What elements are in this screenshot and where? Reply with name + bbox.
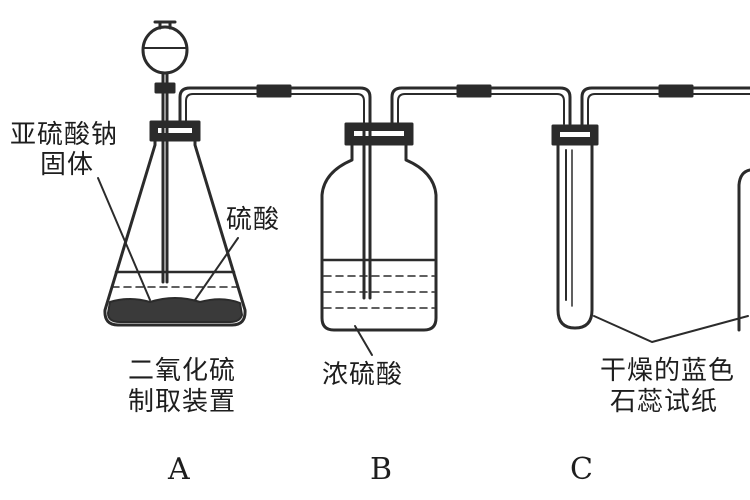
label-apparatus-line2: 制取装置: [128, 387, 237, 417]
label-b: B: [370, 452, 394, 487]
test-tube-c: [551, 124, 599, 330]
dropping-funnel: [141, 20, 189, 284]
leader-paper: [593, 315, 749, 343]
leader-solid: [97, 177, 151, 301]
label-solid-line1: 亚硫酸钠: [10, 120, 119, 150]
rubber-joint-2: [456, 84, 492, 98]
label-paper-line1: 干燥的蓝色: [600, 356, 736, 386]
vessel-d-partial: [737, 168, 750, 332]
label-a: A: [168, 452, 191, 487]
rubber-joint-3: [658, 84, 694, 98]
label-apparatus-line1: 二氧化硫: [128, 356, 237, 386]
flask-a: [103, 130, 247, 327]
label-conc-acid: 浓硫酸: [322, 360, 404, 390]
label-solid-line2: 固体: [40, 150, 95, 180]
delivery-tube-c: [580, 86, 750, 128]
bottle-b: [320, 136, 438, 332]
stopper-b: [344, 122, 414, 146]
rubber-joint-1: [256, 84, 292, 98]
label-sulfuric-acid: 硫酸: [226, 205, 281, 235]
leader-conc-acid: [354, 325, 373, 356]
stopper-a: [149, 120, 201, 142]
label-paper-line2: 石蕊试纸: [610, 387, 719, 417]
leader-acid: [194, 237, 239, 301]
label-c: C: [570, 452, 594, 487]
flask-a-liquid: [107, 297, 243, 323]
